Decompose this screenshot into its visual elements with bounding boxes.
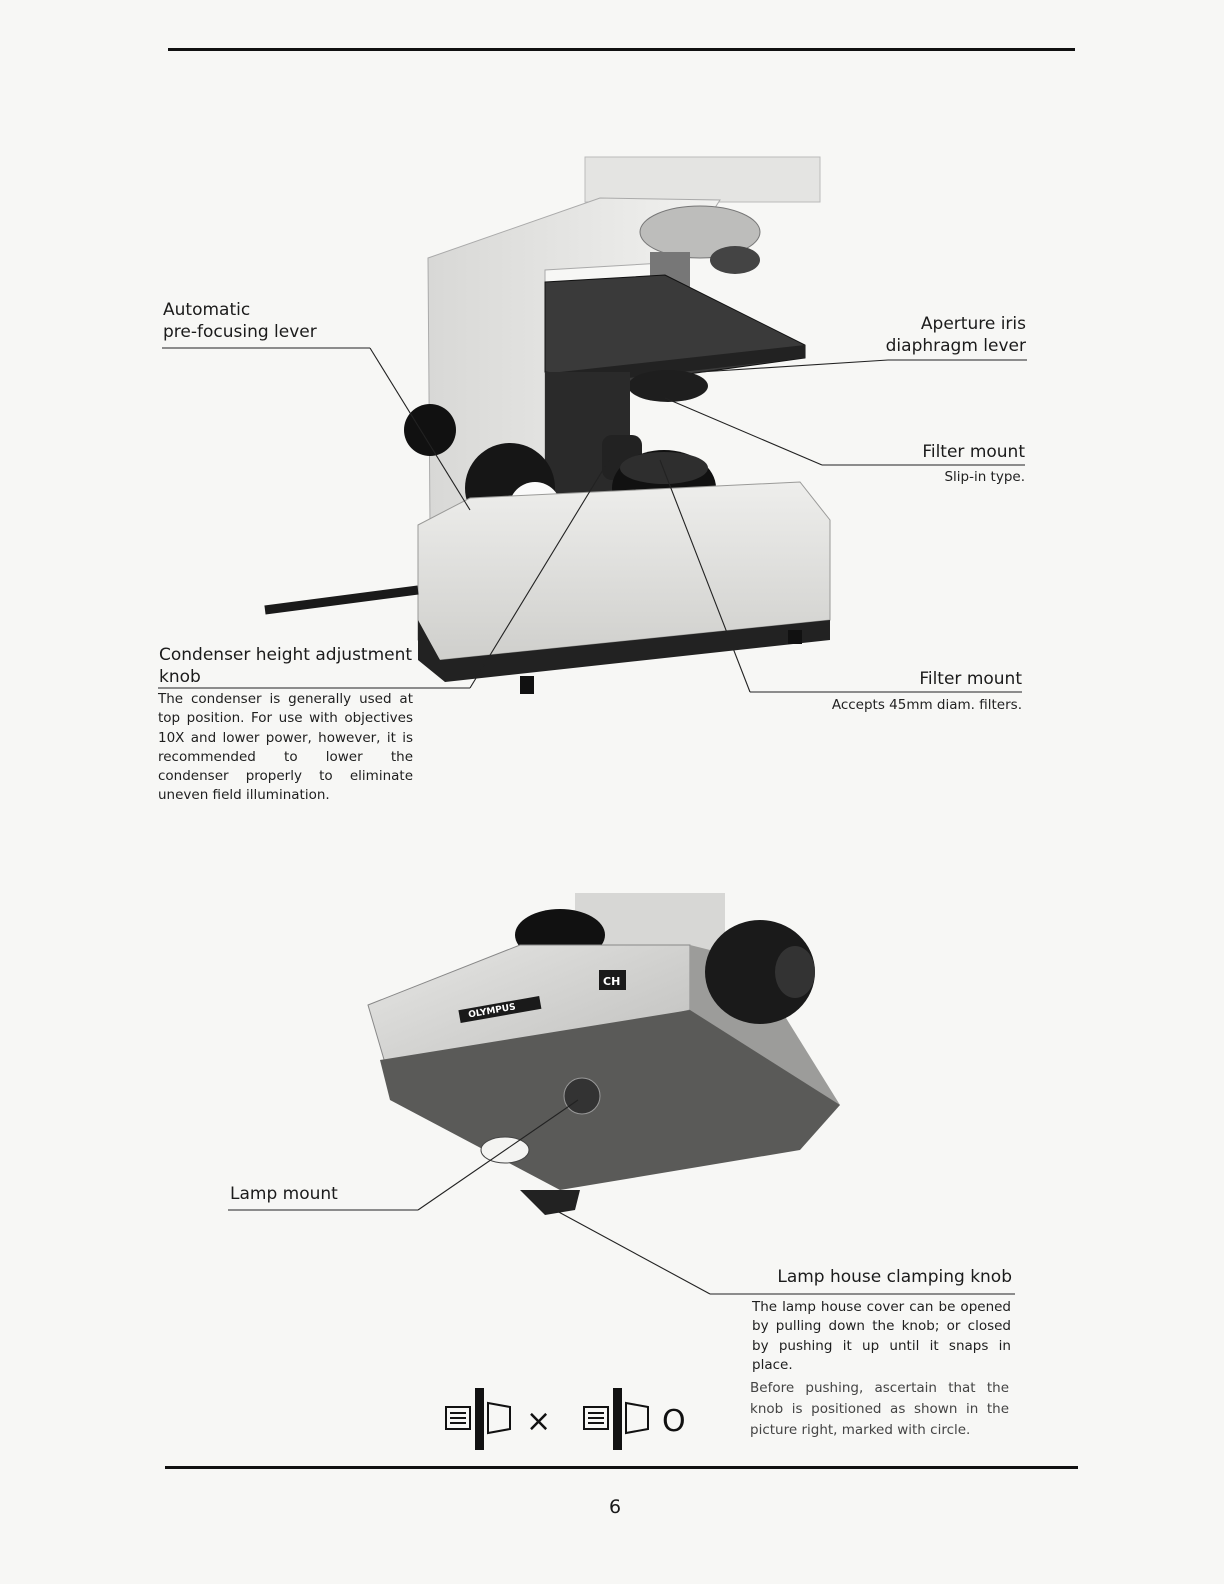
top-rule (168, 48, 1075, 51)
right-mark: O (662, 1404, 686, 1439)
knob-wrong-icon (445, 1388, 511, 1450)
note-condenser: The condenser is generally used at top p… (158, 691, 413, 804)
page-number: 6 (609, 1496, 622, 1518)
label-automatic-prefocus: Automatic pre-focusing lever (163, 299, 317, 343)
label-line-2: knob (159, 667, 201, 687)
label-line-1: Condenser height adjustment (159, 645, 413, 665)
note-lamp-house: The lamp house cover can be opened by pu… (752, 1299, 1011, 1373)
label-line-1: Aperture iris (920, 314, 1026, 334)
model-badge: CH (603, 975, 620, 988)
note-filter-mount-slip-in: Slip-in type. (944, 469, 1025, 485)
label-lamp-house-clamping-knob: Lamp house clamping knob (777, 1267, 1012, 1287)
label-condenser-knob: Condenser height adjustment knob (159, 644, 412, 688)
label-line-1: Automatic (163, 300, 251, 320)
label-lamp-mount: Lamp mount (230, 1184, 338, 1204)
label-filter-mount-slip-in: Filter mount (922, 442, 1025, 462)
wrong-mark: × (526, 1404, 551, 1439)
bottom-rule (165, 1466, 1078, 1469)
label-line-2: diaphragm lever (885, 336, 1026, 356)
label-aperture-iris: Aperture iris diaphragm lever (860, 313, 1026, 357)
knob-right-icon (583, 1388, 649, 1450)
label-filter-mount-45mm: Filter mount (919, 669, 1022, 689)
note-lamp-house-before: Before pushing, ascertain that the knob … (750, 1380, 1009, 1438)
knob-position-diagram: × O (445, 1388, 686, 1450)
label-line-2: pre-focusing lever (163, 322, 317, 342)
note-filter-mount-45mm: Accepts 45mm diam. filters. (831, 697, 1022, 713)
